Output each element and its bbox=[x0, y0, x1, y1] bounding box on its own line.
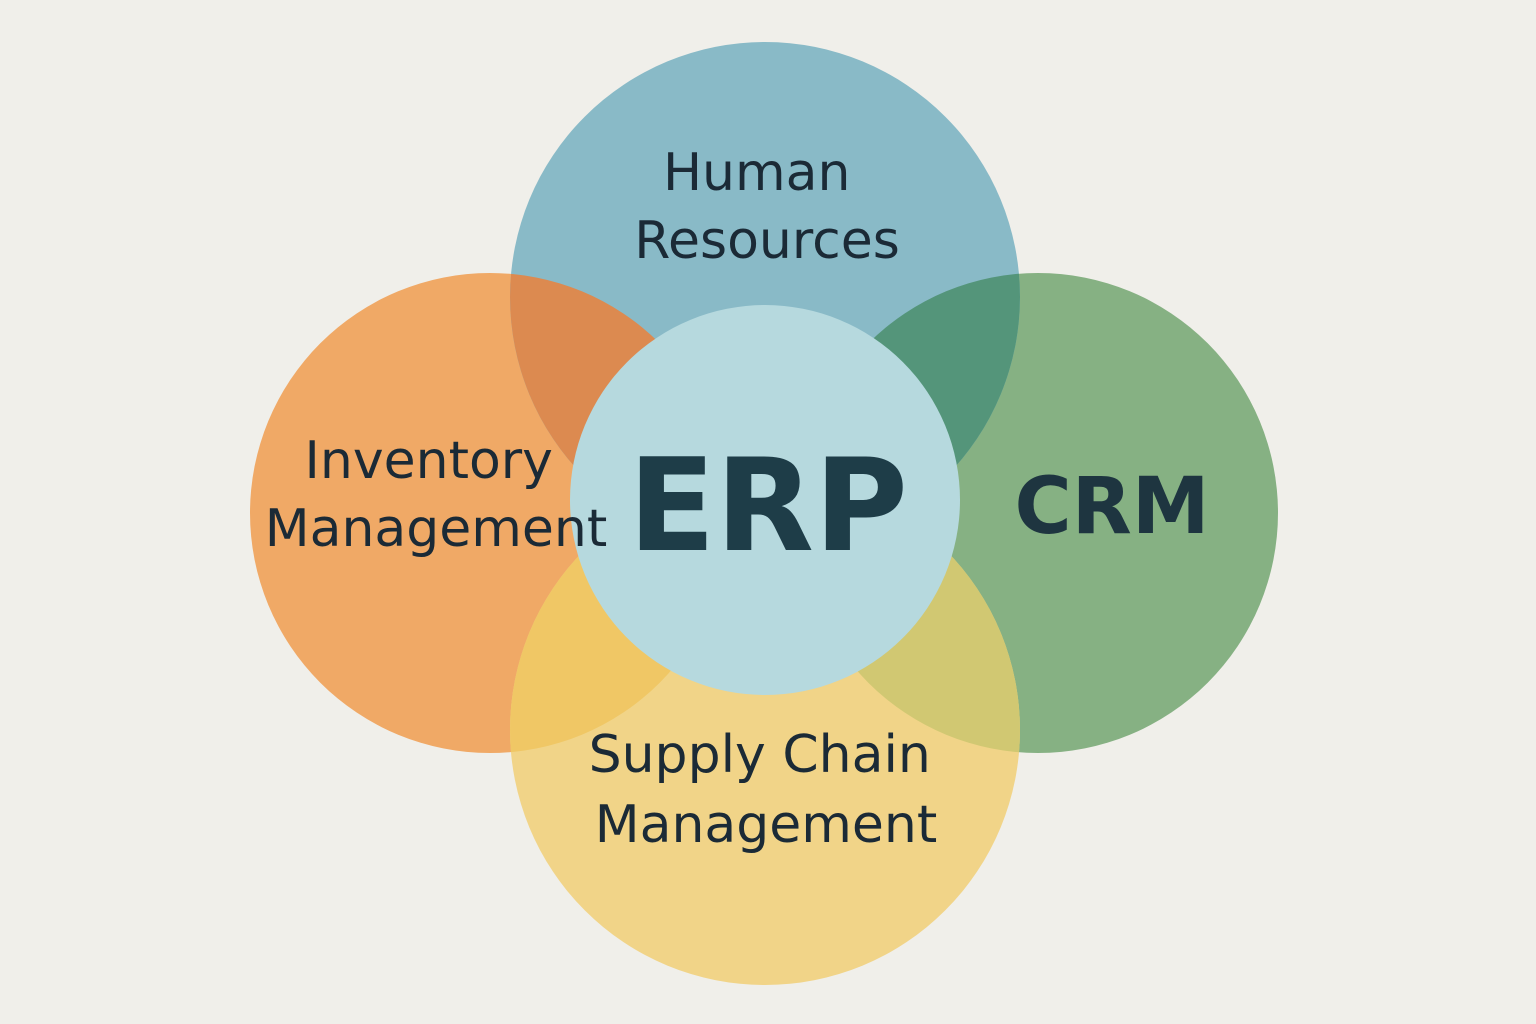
erp-label: ERP bbox=[628, 432, 908, 581]
human-resources-label-line-2: Resources bbox=[634, 211, 900, 271]
crm-label: CRM bbox=[1015, 462, 1210, 552]
supply-chain-management-label: Supply Chain Management bbox=[589, 725, 948, 855]
human-resources-label-line-1: Human bbox=[663, 143, 851, 203]
supply-chain-management-label-line-1: Supply Chain bbox=[589, 725, 931, 785]
supply-chain-management-label-line-2: Management bbox=[595, 795, 938, 855]
crm-supply-chain-overlap bbox=[798, 475, 1020, 753]
erp-center-circle bbox=[570, 305, 960, 695]
inventory-supply-chain-overlap bbox=[510, 475, 730, 753]
human-resources-label: Human Resources bbox=[634, 143, 900, 271]
inventory-management-label-line-1: Inventory bbox=[305, 431, 553, 491]
inventory-management-label: Inventory Management bbox=[265, 431, 608, 559]
inventory-management-label-line-2: Management bbox=[265, 499, 608, 559]
